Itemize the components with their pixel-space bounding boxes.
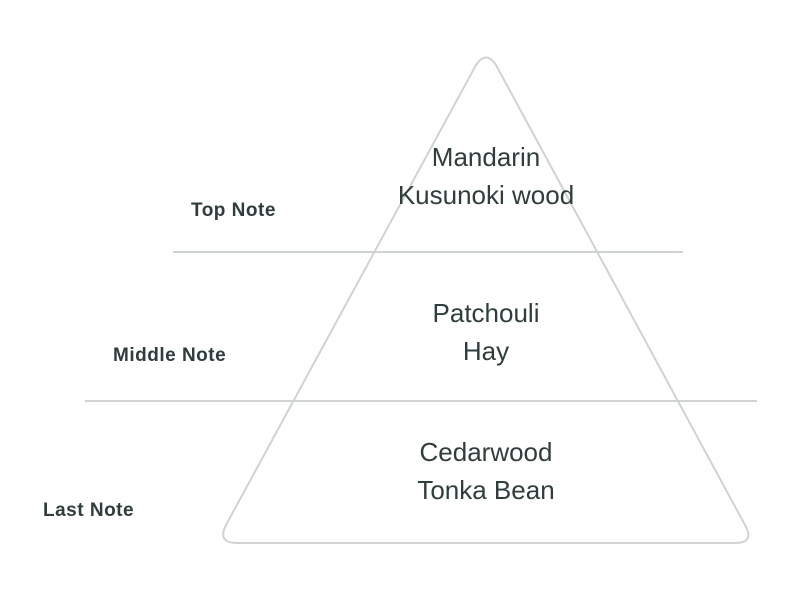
tier-label-top: Top Note <box>191 200 276 221</box>
note: Patchouli <box>432 298 540 328</box>
note: Hay <box>462 336 510 366</box>
note: Cedarwood <box>419 437 553 467</box>
note: Tonka Bean <box>417 475 555 505</box>
note: Kusunoki wood <box>397 180 575 210</box>
tier-notes-last: Cedarwood Tonka Bean <box>336 433 636 509</box>
tier-notes-top: Mandarin Kusunoki wood <box>336 138 636 214</box>
tier-label-last: Last Note <box>43 500 135 521</box>
note: Mandarin <box>431 142 541 172</box>
tier-notes-middle: Patchouli Hay <box>336 294 636 370</box>
pyramid-outline <box>222 56 750 544</box>
tier-label-middle: Middle Note <box>113 345 227 366</box>
